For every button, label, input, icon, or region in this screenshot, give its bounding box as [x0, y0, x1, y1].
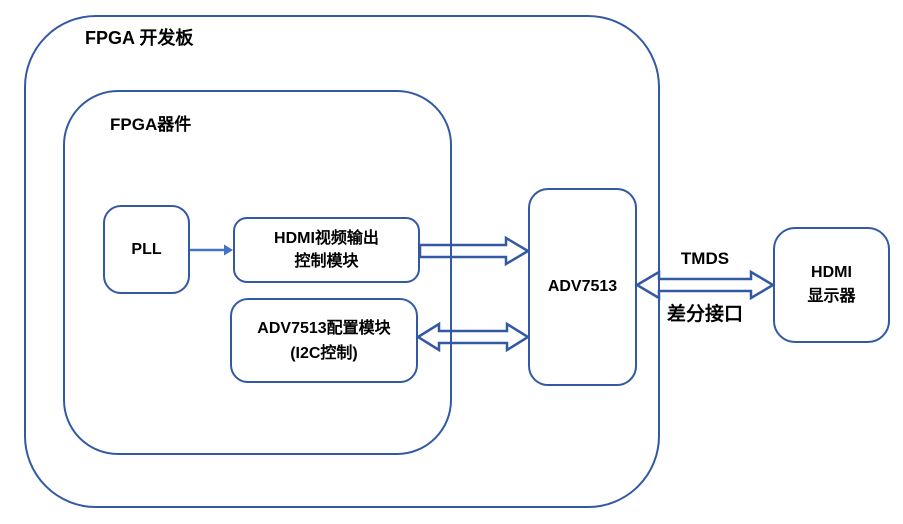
fpga-device-container	[63, 90, 452, 455]
node-adv7513-config: ADV7513配置模块 (I2C控制)	[230, 298, 418, 383]
fpga-board-label: FPGA 开发板	[85, 28, 194, 48]
node-hdmi-output-control: HDMI视频输出 控制模块	[233, 217, 420, 283]
node-pll: PLL	[103, 205, 190, 294]
node-hdmi-display: HDMI 显示器	[773, 227, 890, 343]
tmds-label: TMDS	[680, 249, 730, 268]
differential-interface-label: 差分接口	[666, 304, 743, 325]
fpga-board-container	[24, 15, 660, 508]
node-adv7513: ADV7513	[528, 188, 637, 386]
fpga-device-label: FPGA器件	[110, 115, 192, 134]
